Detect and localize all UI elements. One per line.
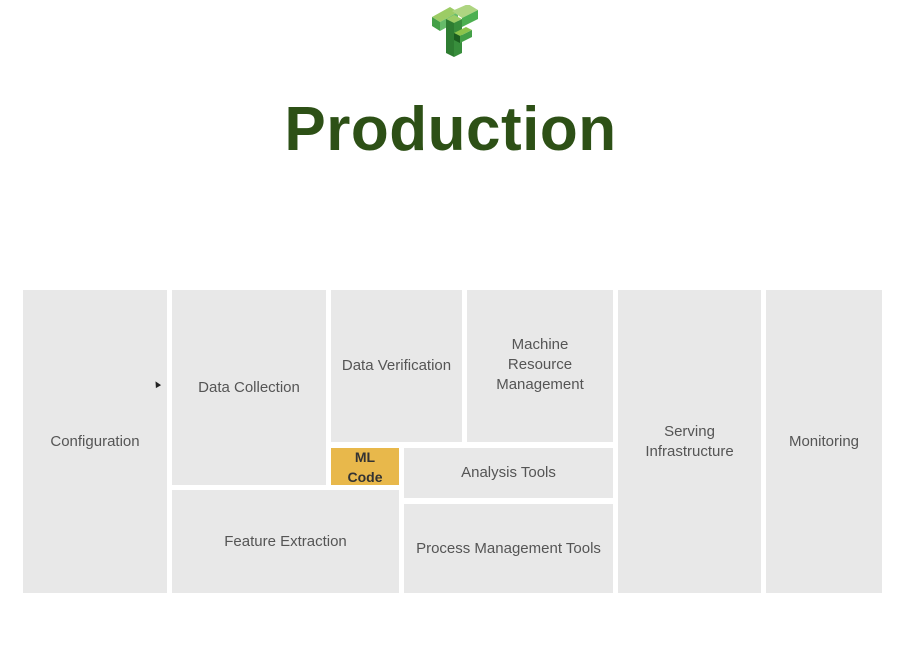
tensorflow-logo-icon: [432, 5, 478, 57]
machine-resource-management-box: Machine Resource Management: [467, 290, 613, 442]
slide-title: Production: [284, 95, 617, 164]
serving-infrastructure-box: Serving Infrastructure: [618, 290, 761, 593]
process-management-tools-box: Process Management Tools: [404, 504, 613, 593]
monitoring-box: Monitoring: [766, 290, 882, 593]
ml-code-box: ML Code: [331, 448, 399, 485]
data-verification-box: Data Verification: [331, 290, 462, 442]
data-collection-box: Data Collection: [172, 290, 326, 485]
feature-extraction-box: Feature Extraction: [172, 490, 399, 593]
configuration-box: Configuration: [23, 290, 167, 593]
analysis-tools-box: Analysis Tools: [404, 448, 613, 498]
